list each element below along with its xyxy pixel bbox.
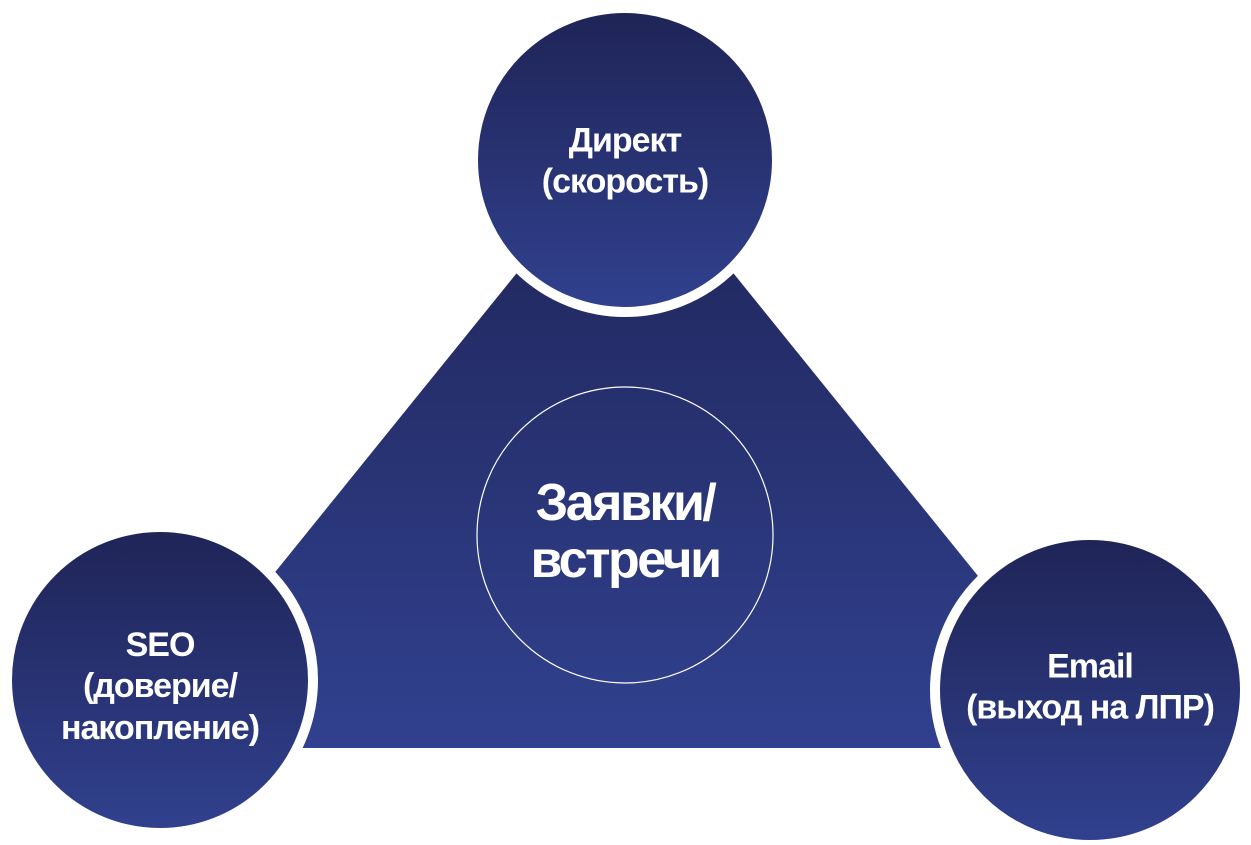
top-node-label: Директ (скорость) <box>541 121 709 204</box>
top-node-line2: (скорость) <box>541 163 709 201</box>
center-circle-outline <box>476 386 774 684</box>
top-circle <box>468 3 782 317</box>
top-node-line1: Директ <box>568 121 682 160</box>
right-node-label: Email (выход на ЛПР) <box>966 647 1215 730</box>
left-node-line2: (доверие/ <box>82 667 238 706</box>
right-circle <box>930 530 1250 845</box>
right-node-line2: (выход на ЛПР) <box>966 689 1215 727</box>
triangle-shape <box>133 139 1117 748</box>
left-node-label: SEO (доверие/ накопление) <box>60 625 260 749</box>
left-node-line3: накопление) <box>60 708 260 747</box>
left-node-line1: SEO <box>125 625 196 664</box>
left-circle <box>2 522 318 838</box>
center-label: Заявки/ встречи <box>530 473 722 589</box>
center-label-line1: Заявки/ <box>535 473 717 532</box>
right-node-line1: Email <box>1047 647 1134 686</box>
center-label-line2: встречи <box>530 531 722 589</box>
